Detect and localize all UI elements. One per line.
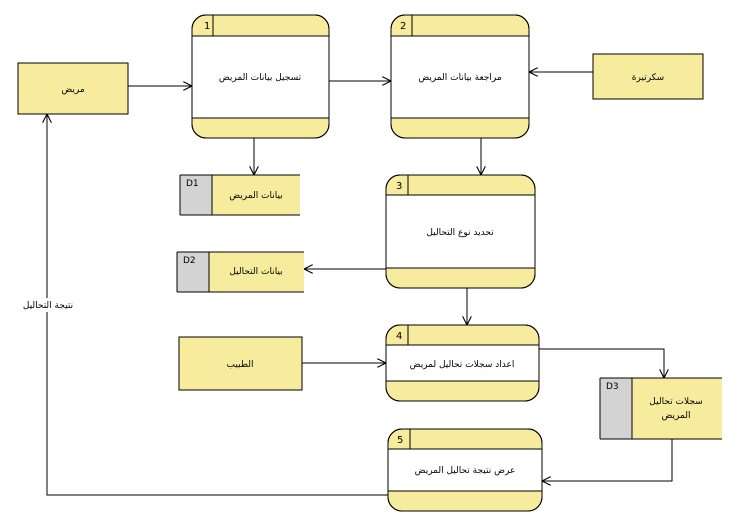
process-1[interactable]: 1 تسجيل بيانات المريض [191, 14, 330, 139]
store-d3-label-line2: المريض [662, 411, 691, 421]
store-d1-id: D1 [186, 179, 199, 189]
entity-patient-label: مريض [61, 85, 84, 95]
flow-d3-to-p5 [542, 439, 673, 481]
store-d1[interactable]: D1 بيانات المريض [179, 174, 300, 216]
store-d3[interactable]: D3 سجلات تحاليل المريض [599, 377, 722, 440]
process-2-number: 2 [400, 21, 406, 32]
store-d2[interactable]: D2 بيانات التحاليل [176, 251, 304, 293]
process-2[interactable]: 2 مراجعة بيانات المريض [390, 14, 530, 139]
process-4[interactable]: 4 اعداد سجلات تحاليل لمريض [385, 324, 540, 402]
process-4-label: اعداد سجلات تحاليل لمريض [410, 360, 515, 370]
process-1-number: 1 [204, 21, 210, 32]
process-1-label: تسجيل بيانات المريض [219, 73, 302, 83]
process-5-label: عرض نتيجة تحاليل المريض [415, 466, 516, 476]
store-d2-id: D2 [183, 256, 196, 266]
process-3[interactable]: 3 تحديد نوع التحاليل [385, 174, 536, 289]
flow-label-bg [22, 298, 74, 312]
entity-patient[interactable]: مريض [17, 62, 129, 115]
process-3-number: 3 [396, 181, 402, 192]
store-d1-label: بيانات المريض [229, 191, 283, 201]
process-3-label: تحديد نوع التحاليل [426, 228, 494, 238]
store-d3-label-line1: سجلات تحاليل [649, 397, 702, 407]
flow-p5-to-patient [47, 114, 388, 496]
flow-p4-to-d3 [539, 348, 664, 378]
entity-doctor[interactable]: الطبيب [178, 336, 303, 391]
entity-secretary[interactable]: سكرتيرة [592, 53, 704, 100]
process-2-label: مراجعة بيانات المريض [418, 73, 502, 83]
flow-label-results: نتيجة التحاليل [23, 301, 73, 311]
process-4-number: 4 [396, 331, 402, 342]
process-5-number: 5 [397, 435, 403, 446]
store-d2-label: بيانات التحاليل [229, 267, 282, 277]
process-5[interactable]: 5 عرض نتيجة تحاليل المريض [387, 428, 543, 512]
entity-secretary-label: سكرتيرة [632, 73, 664, 83]
entity-doctor-label: الطبيب [227, 360, 254, 370]
store-d3-id: D3 [606, 382, 619, 392]
